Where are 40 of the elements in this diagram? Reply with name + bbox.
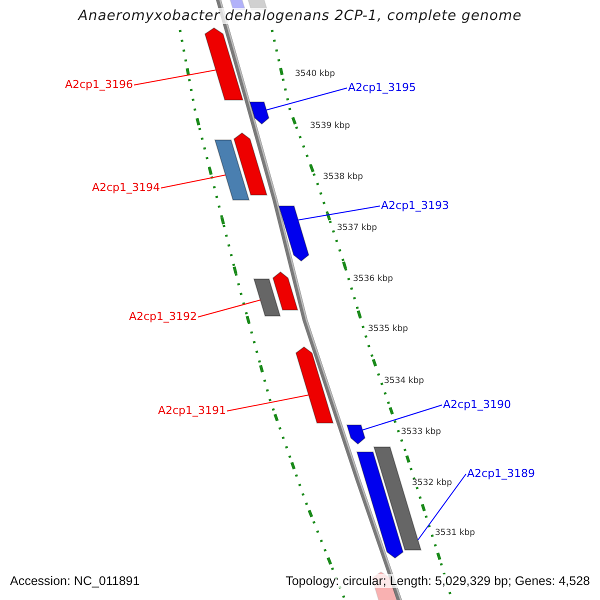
gene-block (249, 102, 270, 125)
scale-label: 3538 kbp (323, 172, 364, 182)
gene-block (228, 0, 246, 10)
gene-label: A2cp1_3190 (443, 398, 512, 412)
gene-label: A2cp1_3191 (158, 404, 226, 418)
scale-label: 3537 kbp (337, 223, 378, 233)
gene-block (233, 132, 268, 196)
gene-block (204, 27, 244, 100)
gene-block (295, 346, 334, 424)
leader-line (198, 300, 261, 318)
scale-label: 3531 kbp (435, 528, 476, 538)
scale-label: 3539 kbp (310, 121, 350, 131)
scale-label: 3536 kbp (353, 274, 394, 284)
gene-block (253, 278, 281, 316)
gene-block (278, 206, 310, 262)
gene-block (246, 0, 268, 10)
gene-label: A2cp1_3193 (381, 199, 450, 213)
gene-label: A2cp1_3195 (348, 81, 416, 95)
gene-block (346, 424, 366, 445)
scale-label: 3533 kbp (401, 427, 442, 437)
leader-line (362, 404, 442, 430)
gene-label: A2cp1_3196 (64, 78, 133, 92)
leader-line (417, 474, 466, 540)
gene-block (272, 271, 298, 310)
scale-label: 3540 kbp (295, 69, 336, 79)
gene-label: A2cp1_3189 (467, 467, 536, 481)
gene-block (356, 452, 404, 559)
gene-label: A2cp1_3194 (92, 181, 160, 195)
scale-label: 3535 kbp (368, 324, 408, 334)
scale-label: 3532 kbp (412, 478, 452, 488)
leader-line (160, 174, 226, 188)
leader-line (134, 70, 216, 86)
leader-line (266, 88, 348, 110)
gene-block (214, 140, 250, 200)
genome-info-text: Topology: circular; Length: 5,029,329 bp; Genes: 4,528 (286, 574, 590, 588)
accession-text: Accession: NC_011891 (10, 574, 140, 588)
leader-line (226, 394, 310, 412)
leader-line (298, 206, 380, 220)
scale-label: 3534 kbp (384, 376, 424, 386)
gene-label: A2cp1_3192 (128, 310, 197, 324)
